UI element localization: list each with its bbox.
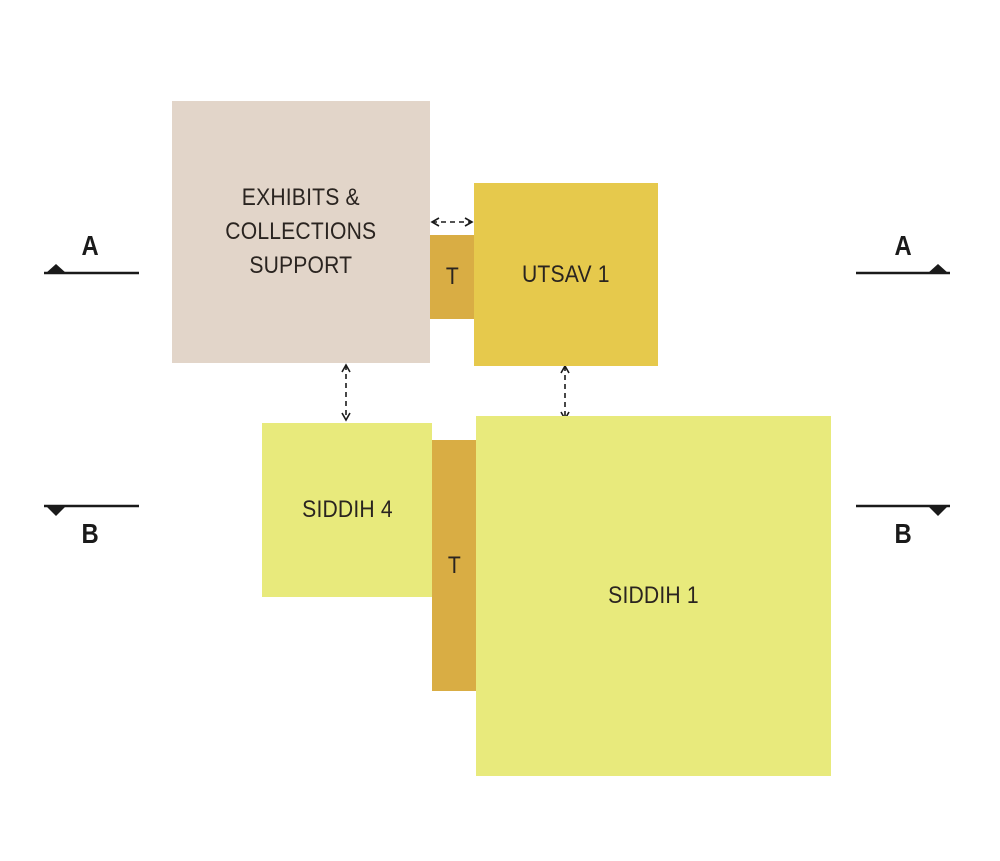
t-connector-top-block: T bbox=[430, 235, 474, 319]
siddih-1-block: SIDDIH 1 bbox=[476, 416, 831, 776]
exhibits-collections-support-block: EXHIBITS & COLLECTIONS SUPPORT bbox=[172, 101, 430, 363]
section-label-b-right: B bbox=[894, 518, 912, 549]
t-bottom-label: T bbox=[447, 551, 461, 579]
utsav-1-label: UTSAV 1 bbox=[522, 260, 610, 288]
exhibits-label-line-1: EXHIBITS & bbox=[242, 184, 360, 211]
exhibits-label-line-3: SUPPORT bbox=[249, 252, 353, 279]
exhibits-label-line-2: COLLECTIONS bbox=[225, 218, 377, 245]
t-top-label: T bbox=[445, 263, 459, 290]
section-label-a-right: A bbox=[894, 230, 912, 261]
siddih-4-label: SIDDIH 4 bbox=[301, 496, 393, 523]
siddih-1-label: SIDDIH 1 bbox=[608, 582, 699, 609]
section-line-b-left bbox=[44, 504, 139, 516]
section-label-b-left: B bbox=[81, 518, 99, 549]
t-connector-bottom-block: T bbox=[432, 440, 476, 691]
section-line-b-right bbox=[856, 504, 950, 516]
siddih-4-block: SIDDIH 4 bbox=[262, 423, 432, 597]
section-line-a-left bbox=[44, 264, 139, 275]
utsav-1-block: UTSAV 1 bbox=[474, 183, 658, 366]
section-label-a-left: A bbox=[81, 230, 99, 261]
section-line-a-right bbox=[856, 264, 950, 275]
